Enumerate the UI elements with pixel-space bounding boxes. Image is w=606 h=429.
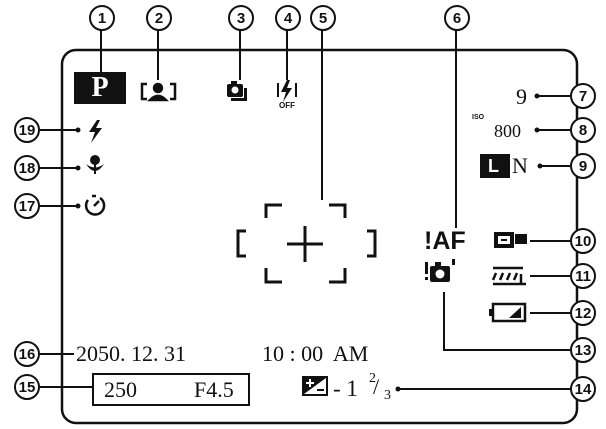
callout-2: 2 [146,5,172,31]
shutter-aperture-box [92,373,250,406]
callout-11: 11 [570,263,596,289]
camera-shake-warning-icon [425,259,455,282]
callout-19: 19 [14,117,40,143]
continuous-shooting-icon [227,81,247,101]
callout-5: 5 [310,5,336,31]
intelligent-flash-icon [494,232,527,248]
iso-label: ISO [472,114,485,121]
exposure-comp-slash: / [373,374,380,399]
callout-3: 3 [228,5,254,31]
flash-off-label: OFF [279,101,295,110]
callout-17: 17 [14,193,40,219]
aperture-value: F4.5 [194,377,234,402]
macro-icon [86,155,104,174]
flash-icon [89,120,102,143]
exposure-comp-value: - 1 [333,376,358,401]
white-balance-fluorescent-icon [491,266,526,286]
iso-value: 800 [494,121,521,141]
callout-14: 14 [570,376,596,402]
time-display: 10 : 00 AM [262,341,369,366]
quality-size-label: L [488,156,499,176]
date-display: 2050. 12. 31 [76,341,186,366]
exposure-compensation-icon [302,376,328,396]
callout-7: 7 [570,83,596,109]
battery-low-icon [489,302,527,323]
leader-line-13 [443,292,570,351]
af-warning-icon: !AF [424,227,466,255]
quality-size-box [480,154,510,178]
callout-8: 8 [570,117,596,143]
shutter-speed: 250 [104,377,137,402]
quality-mode-label: N [512,153,528,178]
callout-10: 10 [570,228,596,254]
focus-frame-icon [236,203,377,284]
callout-13: 13 [570,337,596,363]
callout-16: 16 [14,341,40,367]
exposure-comp-denominator: 3 [384,388,391,403]
flash-off-icon [277,80,297,102]
callout-9: 9 [570,153,596,179]
self-timer-icon [84,194,106,216]
callout-15: 15 [14,374,40,400]
callout-4: 4 [275,5,301,31]
exposure-comp-numerator: 2 [369,371,376,386]
callout-6: 6 [444,5,470,31]
callout-1: 1 [89,5,115,31]
shot-count: 9 [516,84,527,109]
callout-12: 12 [570,300,596,326]
face-detection-icon [140,82,177,102]
callout-18: 18 [14,155,40,181]
program-mode-icon: P [74,72,126,104]
